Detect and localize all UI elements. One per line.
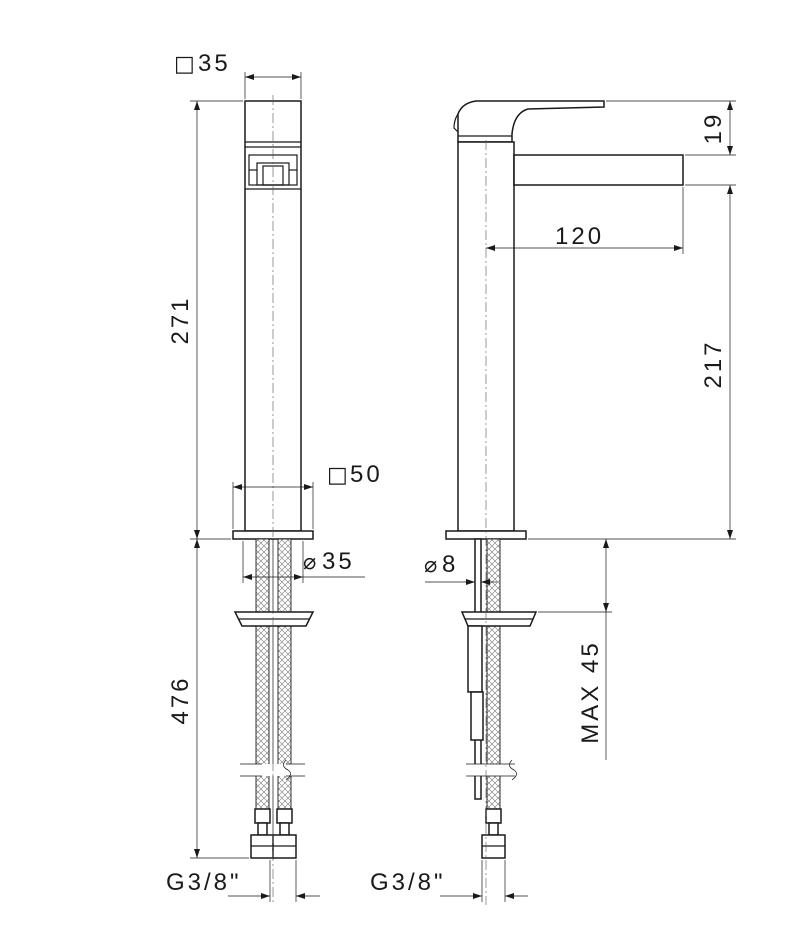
dim-top-square-symbol: □ [174, 52, 195, 77]
dim-lever-height-value: 19 [700, 112, 727, 145]
dim-front-thread: G3/8" [166, 860, 320, 902]
dim-spout-height-value: 217 [700, 339, 727, 388]
front-fixing-nut [233, 611, 315, 627]
dim-side-thread: G3/8" [370, 860, 528, 902]
dim-spout-reach: 120 [486, 187, 684, 254]
side-fitting [481, 808, 506, 859]
side-spout [513, 154, 684, 186]
dim-spout-height: 217 [528, 184, 736, 540]
dim-hose-dia-symbol: ⌀ [303, 550, 316, 575]
dim-front-thread-value: G3/8" [166, 869, 242, 896]
dim-hose-dia: ⌀ 35 [242, 541, 365, 583]
front-view: □ 35 271 □ 50 ⌀ 35 [166, 50, 383, 905]
dim-top-square: □ 35 [174, 50, 302, 99]
dim-spout-reach-value: 120 [555, 223, 604, 250]
dim-base-square-symbol: □ [327, 463, 348, 488]
dim-height: 271 [167, 100, 243, 540]
side-fixing-nut [460, 611, 538, 627]
dim-max-thickness-value: MAX 45 [577, 640, 604, 743]
dim-height-value: 271 [167, 295, 194, 344]
dim-stud-dia: ⌀ 8 [424, 541, 497, 588]
dim-lever-height: 19 [606, 100, 736, 156]
dim-stud-dia-value: 8 [442, 551, 458, 578]
front-fittings [250, 808, 297, 859]
dim-hose-length-value: 476 [167, 675, 194, 724]
dim-side-thread-value: G3/8" [370, 869, 446, 896]
side-lever [457, 100, 605, 143]
dim-hose-dia-value: 35 [322, 548, 355, 575]
dim-base-square-value: 50 [350, 461, 383, 488]
dim-max-thickness: MAX 45 [538, 539, 612, 760]
dim-stud-dia-symbol: ⌀ [424, 553, 437, 578]
side-view: 19 120 217 ⌀ 8 MAX 45 [370, 100, 736, 905]
dim-top-square-value: 35 [198, 50, 231, 77]
dim-base-square: □ 50 [232, 461, 383, 529]
dim-hose-length: 476 [167, 539, 249, 859]
